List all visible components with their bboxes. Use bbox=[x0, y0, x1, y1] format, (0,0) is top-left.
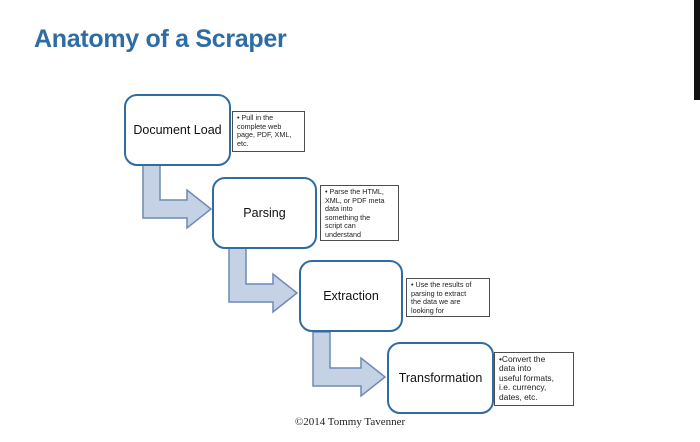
step-label: Parsing bbox=[243, 206, 286, 220]
window-edge bbox=[694, 0, 700, 100]
step-label: Extraction bbox=[323, 289, 379, 303]
step-parsing: Parsing bbox=[212, 177, 317, 249]
note-extraction: • Use the results of parsing to extract … bbox=[406, 278, 490, 317]
note-document-load: • Pull in the complete web page, PDF, XM… bbox=[232, 111, 305, 152]
step-transformation: Transformation bbox=[387, 342, 494, 414]
arrow-3 bbox=[312, 331, 387, 398]
step-label: Transformation bbox=[398, 371, 483, 385]
step-label: Document Load bbox=[133, 123, 222, 137]
step-extraction: Extraction bbox=[299, 260, 403, 332]
arrow-1 bbox=[142, 163, 213, 230]
step-document-load: Document Load bbox=[124, 94, 231, 166]
arrow-2 bbox=[228, 247, 299, 314]
slide-title: Anatomy of a Scraper bbox=[34, 25, 287, 53]
copyright-footer: ©2014 Tommy Tavenner bbox=[294, 416, 406, 428]
note-transformation: •Convert the data into useful formats, i… bbox=[494, 352, 574, 406]
note-parsing: • Parse the HTML, XML, or PDF meta data … bbox=[320, 185, 399, 241]
